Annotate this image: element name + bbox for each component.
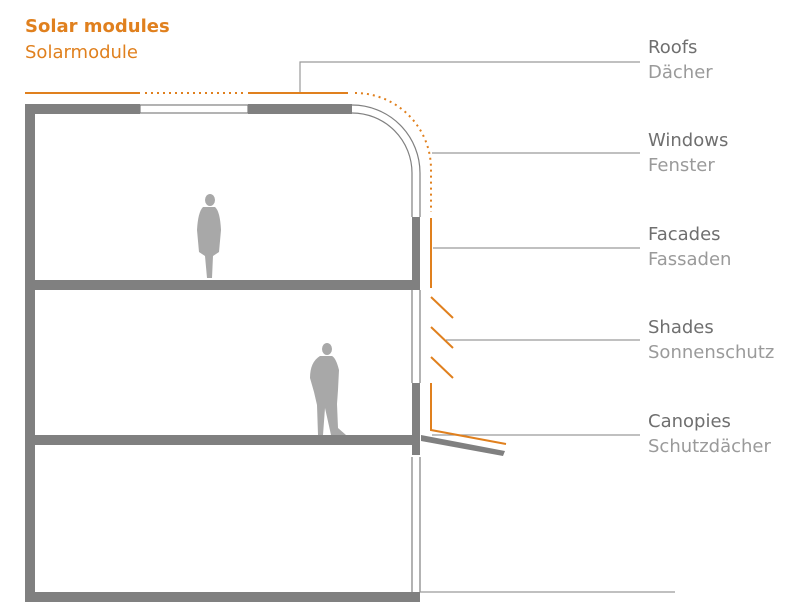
title-en: Solar modules xyxy=(25,16,170,37)
label-windows-de: Fenster xyxy=(648,155,715,176)
person-icon xyxy=(310,343,346,435)
shade-module-2 xyxy=(430,326,454,349)
curved-window-outer xyxy=(351,104,421,217)
curved-window-inner xyxy=(351,112,413,217)
second-floor-slab xyxy=(25,435,420,445)
leader-roofs xyxy=(299,61,640,93)
shade-module-3 xyxy=(430,356,454,379)
person-icon xyxy=(197,194,221,278)
canopy-module xyxy=(430,383,507,445)
curved-window-module xyxy=(354,92,432,212)
title-de: Solarmodule xyxy=(25,42,139,63)
left-wall xyxy=(25,104,35,602)
first-floor-slab xyxy=(25,280,420,290)
solar-modules xyxy=(25,92,507,445)
facade-window-ground xyxy=(411,457,421,592)
wall-segment-lower xyxy=(412,383,420,455)
label-canopies-en: Canopies xyxy=(648,411,731,432)
label-facades-de: Fassaden xyxy=(648,249,732,270)
label-roofs-de: Dächer xyxy=(648,62,713,83)
leader-lines xyxy=(299,61,675,593)
building-structure xyxy=(25,104,505,602)
ground-slab xyxy=(25,592,420,602)
facade-window-mid xyxy=(411,290,421,383)
label-shades-en: Shades xyxy=(648,317,714,338)
people xyxy=(197,194,346,435)
roof-slab-left xyxy=(25,104,140,114)
skylight-window xyxy=(139,104,249,114)
label-shades-de: Sonnenschutz xyxy=(648,342,775,363)
wall-segment-upper xyxy=(412,217,420,280)
label-canopies-de: Schutzdächer xyxy=(648,436,771,457)
canopy-structure xyxy=(421,435,505,456)
shade-module-1 xyxy=(430,296,454,319)
roof-slab-right xyxy=(248,104,352,114)
label-roofs-en: Roofs xyxy=(648,37,698,58)
label-windows-en: Windows xyxy=(648,130,729,151)
glazing xyxy=(139,104,421,592)
label-facades-en: Facades xyxy=(648,224,721,245)
